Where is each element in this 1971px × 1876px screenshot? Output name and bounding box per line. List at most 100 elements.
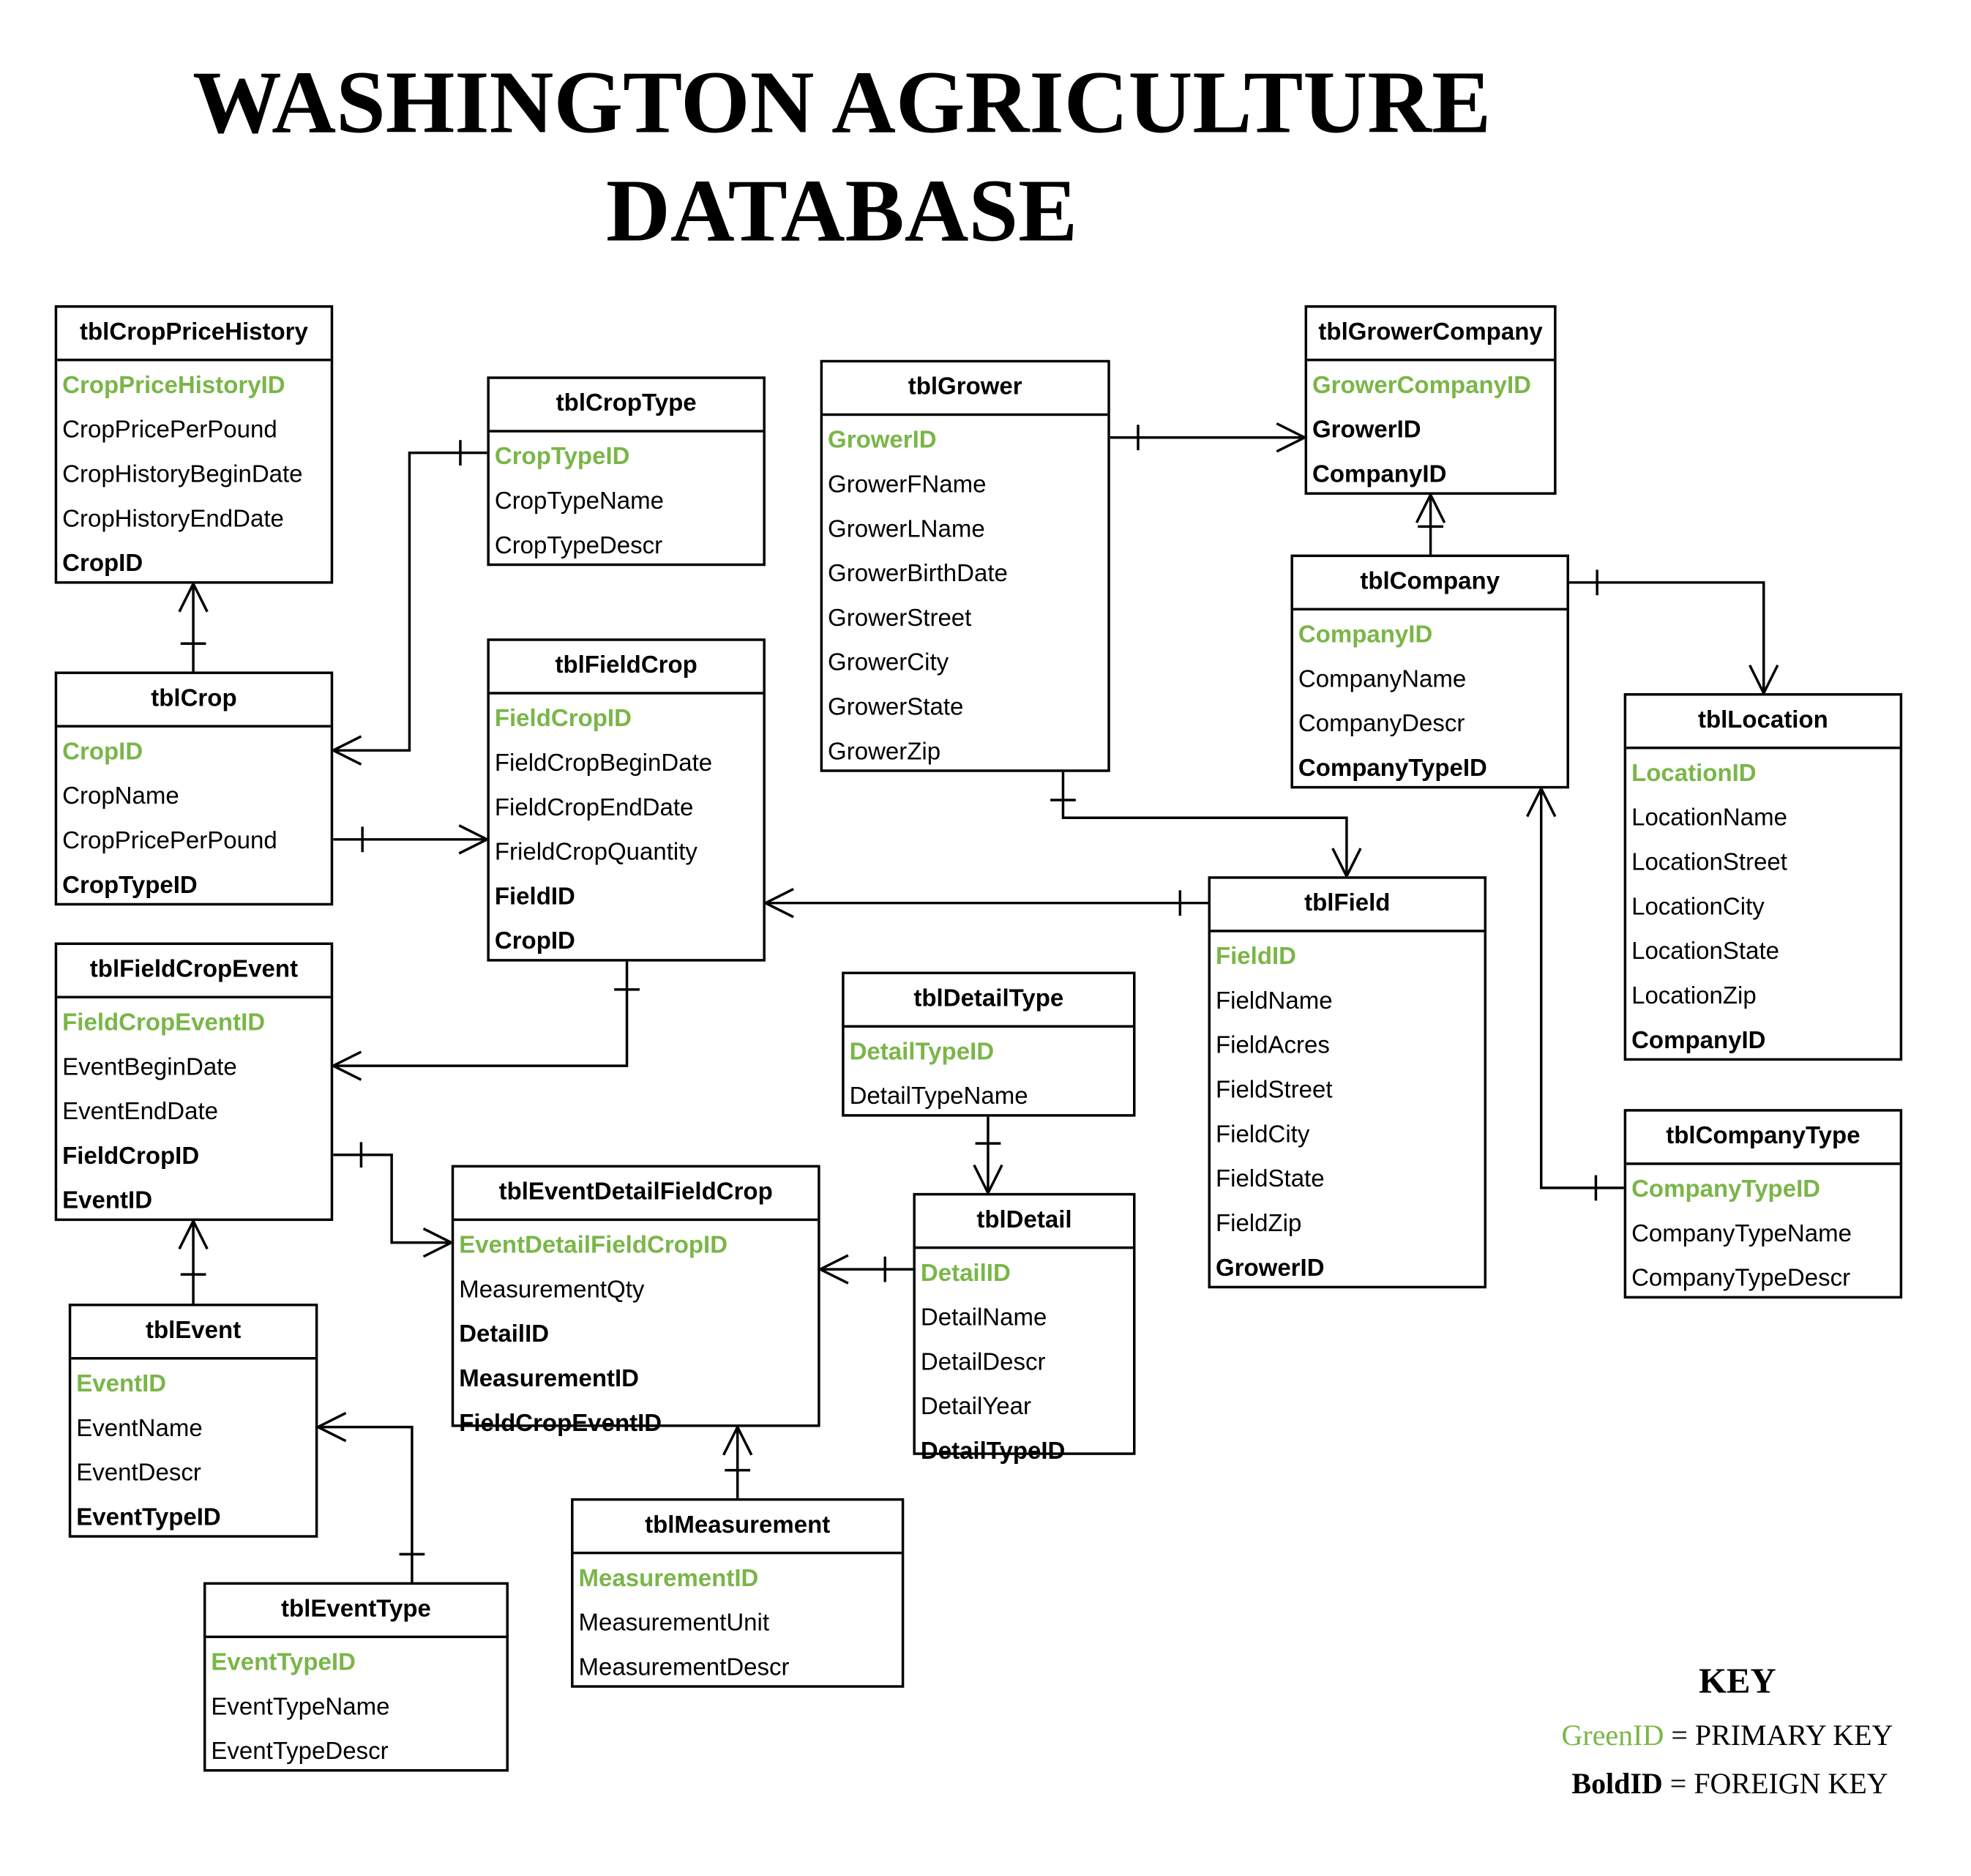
entity-field: FieldCropEndDate [494,795,694,822]
entity-field: EventEndDate [62,1099,219,1126]
entity-field: FieldCropBeginDate [494,750,713,777]
entity-field: GrowerStreet [828,605,972,632]
entity-field: FieldState [1215,1166,1325,1193]
many-marker [422,1227,455,1258]
many-marker [330,1050,362,1081]
legend-primary-sample: GreenID [1561,1719,1664,1752]
primary-key-field: GrowerID [828,427,937,455]
entity-field: FieldStreet [1215,1077,1333,1105]
entity-field: GrowerFName [828,471,987,499]
entity-field: DetailName [920,1304,1047,1332]
primary-key-field: DetailTypeID [849,1039,995,1066]
primary-key-field: CropTypeID [494,444,630,471]
entity-field: GrowerZip [828,739,941,766]
relationship-line [333,961,629,1067]
entity-field: DetailDescr [920,1349,1046,1377]
entity-field: GrowerBirthDate [828,561,1008,588]
entity-field: FrieldCropQuantity [494,839,697,867]
entity-field: CompanyTypeDescr [1631,1265,1851,1293]
primary-key-field: EventID [76,1371,167,1398]
entity-field: CropPricePerPound [62,416,277,444]
diagram-title-line2: DATABASE [606,162,1078,261]
relationship-line [333,451,487,752]
many-marker [1276,422,1308,453]
entity-field: CropName [62,783,179,810]
many-marker [178,1218,209,1250]
entity-field: MeasurementDescr [578,1654,790,1682]
entity-field: CropHistoryBeginDate [62,461,303,489]
foreign-key-field: GrowerID [1215,1255,1325,1282]
entity-field: DetailYear [920,1394,1031,1421]
entity-field: MeasurementUnit [578,1610,770,1637]
primary-key-field: CompanyTypeID [1631,1176,1821,1203]
entity-header: tblCropType [489,379,763,433]
entity-header: tblCrop [57,674,331,728]
entity-field: CompanyTypeName [1631,1221,1852,1248]
entity-field: LocationState [1631,938,1779,965]
entity-header: tblDetail [915,1195,1134,1249]
entity-field: LocationName [1631,804,1787,832]
entity-field: FieldCity [1215,1121,1310,1149]
entity-header: tblMeasurement [573,1501,902,1555]
primary-key-field: EventTypeID [211,1649,356,1677]
entity-field: EventDescr [76,1460,201,1487]
primary-key-field: FieldCropEventID [62,1009,266,1037]
diagram-title-line1: WASHINGTON AGRICULTURE [192,54,1492,153]
entity-field: FieldAcres [1215,1032,1330,1060]
primary-key-field: CropID [62,739,143,766]
legend-primary-text: = PRIMARY KEY [1664,1719,1893,1752]
foreign-key-field: FieldID [494,883,575,911]
primary-key-field: LocationID [1631,761,1757,788]
entity-field: EventBeginDate [62,1054,237,1081]
entity-header: tblEventDetailFieldCrop [454,1167,818,1222]
entity-field: CropTypeName [494,488,665,515]
foreign-key-field: GrowerID [1312,416,1421,444]
foreign-key-field: EventID [62,1187,153,1215]
entity-header: tblCompany [1293,557,1567,611]
entity-header: tblGrowerCompany [1307,307,1555,362]
relationship-line [333,1154,452,1244]
entity-header: tblGrower [823,362,1108,416]
foreign-key-field: DetailTypeID [920,1438,1066,1465]
foreign-key-field: CropID [494,928,575,955]
legend-foreign-text: = FOREIGN KEY [1662,1768,1888,1800]
foreign-key-field: CompanyID [1631,1027,1766,1055]
many-marker [1331,848,1362,880]
entity-header: tblCompanyType [1626,1112,1900,1165]
many-marker [330,735,362,766]
foreign-key-field: EventTypeID [76,1504,221,1532]
entity-field: CropHistoryEndDate [62,506,284,534]
relationship-line [318,1425,414,1582]
many-marker [1749,664,1779,696]
entity-field: CompanyDescr [1298,711,1465,738]
entity-field: CompanyName [1298,666,1467,693]
primary-key-field: CompanyID [1298,621,1433,649]
many-marker [763,888,794,919]
entity-field: EventName [76,1415,203,1443]
entity-field: CropTypeDescr [494,533,663,560]
foreign-key-field: FieldCropEventID [459,1410,662,1438]
legend-foreign-key: BoldID = FOREIGN KEY [1571,1768,1888,1801]
foreign-key-field: MeasurementID [459,1366,640,1393]
entity-header: tblLocation [1626,695,1900,750]
entity-field: EventTypeName [211,1694,390,1721]
legend-foreign-sample: BoldID [1571,1768,1663,1800]
entity-header: tblEventType [206,1585,506,1639]
entity-field: DetailTypeName [849,1083,1028,1110]
entity-header: tblEvent [71,1307,315,1360]
primary-key-field: FieldID [1215,943,1297,971]
foreign-key-field: CropTypeID [62,872,198,900]
